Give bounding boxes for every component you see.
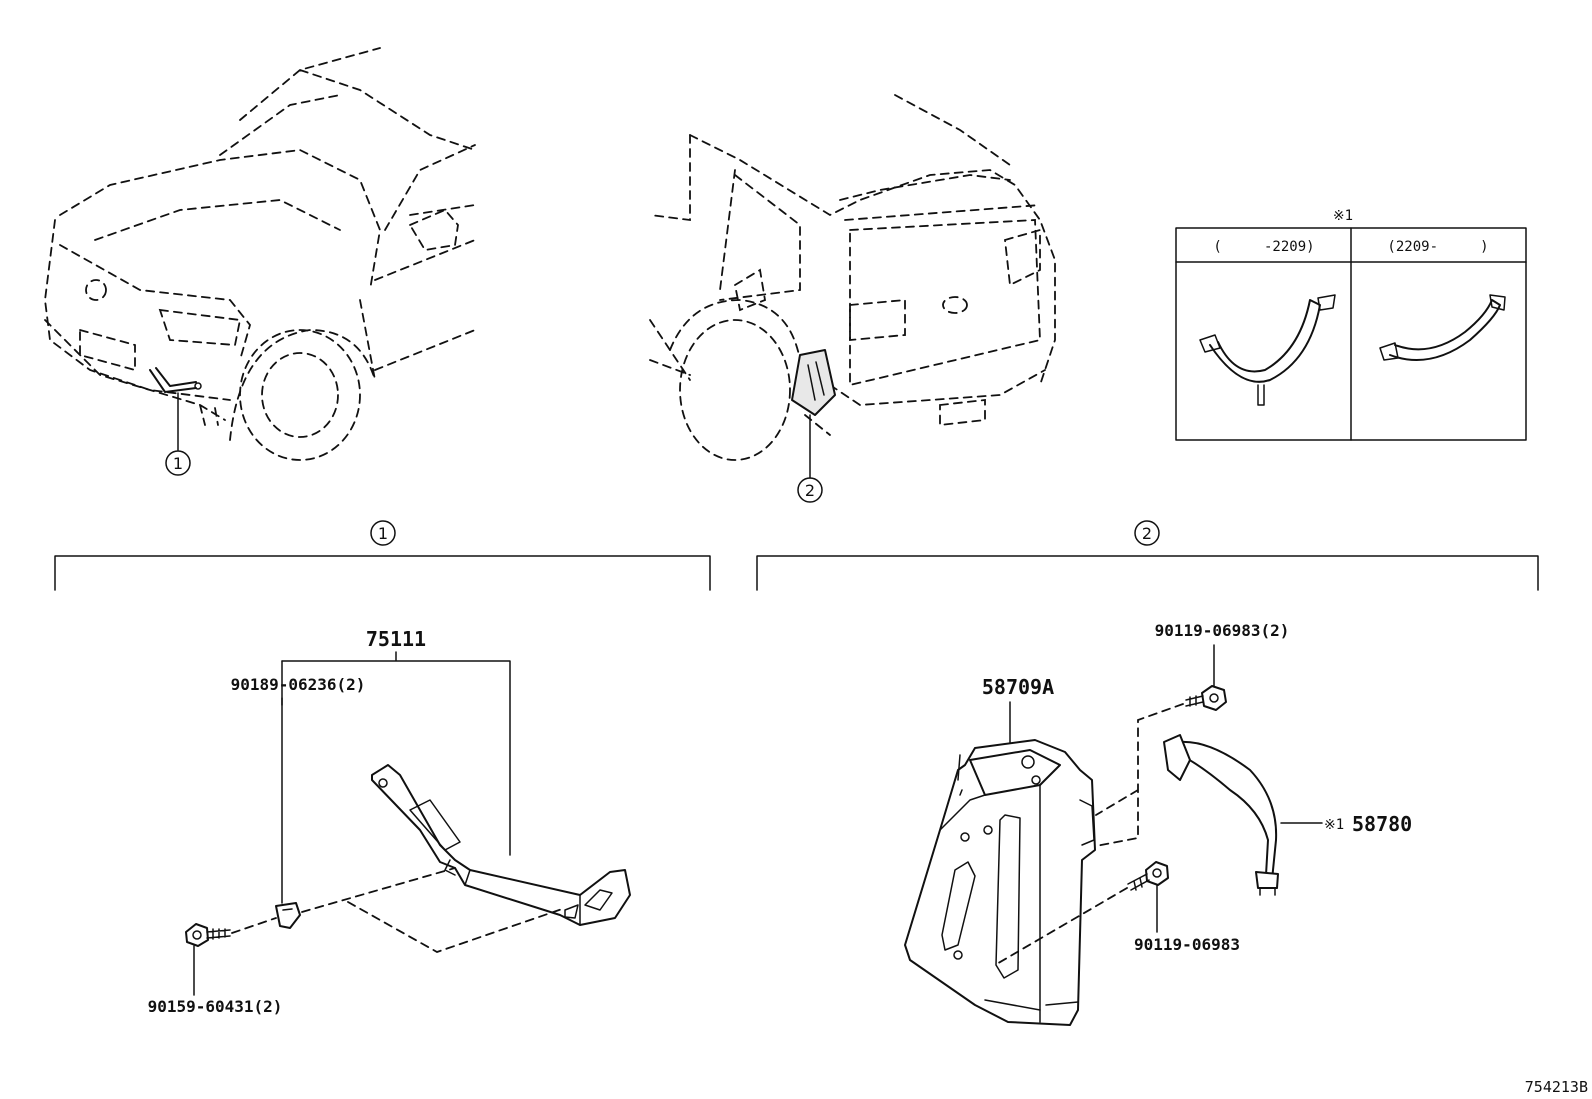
front-location-marker: 1 — [165, 450, 191, 476]
part-58709A-label: 58709A — [982, 675, 1054, 699]
part-90119-top-label: 90119-06983(2) — [1155, 621, 1290, 640]
rear-vehicle-illustration — [649, 94, 1056, 479]
inset-note-mark: ※1 — [1333, 208, 1353, 224]
inset-col-right-label: (2209- ) — [1387, 239, 1488, 255]
inset-col-left-label: ( -2209) — [1213, 239, 1314, 255]
part-90159-label: 90159-60431(2) — [148, 997, 283, 1016]
section-1-header: 1 — [54, 520, 711, 591]
part-58780-label: 58780 — [1352, 812, 1412, 836]
svg-text:1: 1 — [378, 524, 388, 543]
section-2-header: 2 — [756, 520, 1539, 591]
figure-reference-code: 754213B — [1525, 1078, 1588, 1096]
svg-text:1: 1 — [173, 454, 183, 473]
section-1-parts: 75111 90189-06236(2) 90159-60431(2) — [148, 627, 631, 1016]
section-2-parts: 58709A 90119-06983(2) 90119-06983 — [904, 621, 1412, 1026]
rear-location-marker: 2 — [797, 477, 823, 503]
part-90119-bottom-label: 90119-06983 — [1134, 935, 1240, 954]
part-75111-label: 75111 — [366, 627, 426, 651]
svg-text:2: 2 — [805, 481, 815, 500]
front-vehicle-illustration — [44, 47, 476, 461]
variant-inset-table: ※1 ( -2209) (2209- ) — [1175, 208, 1527, 441]
part-90189-label: 90189-06236(2) — [231, 675, 366, 694]
svg-text:2: 2 — [1142, 524, 1152, 543]
part-58780-note-mark: ※1 — [1324, 817, 1344, 833]
